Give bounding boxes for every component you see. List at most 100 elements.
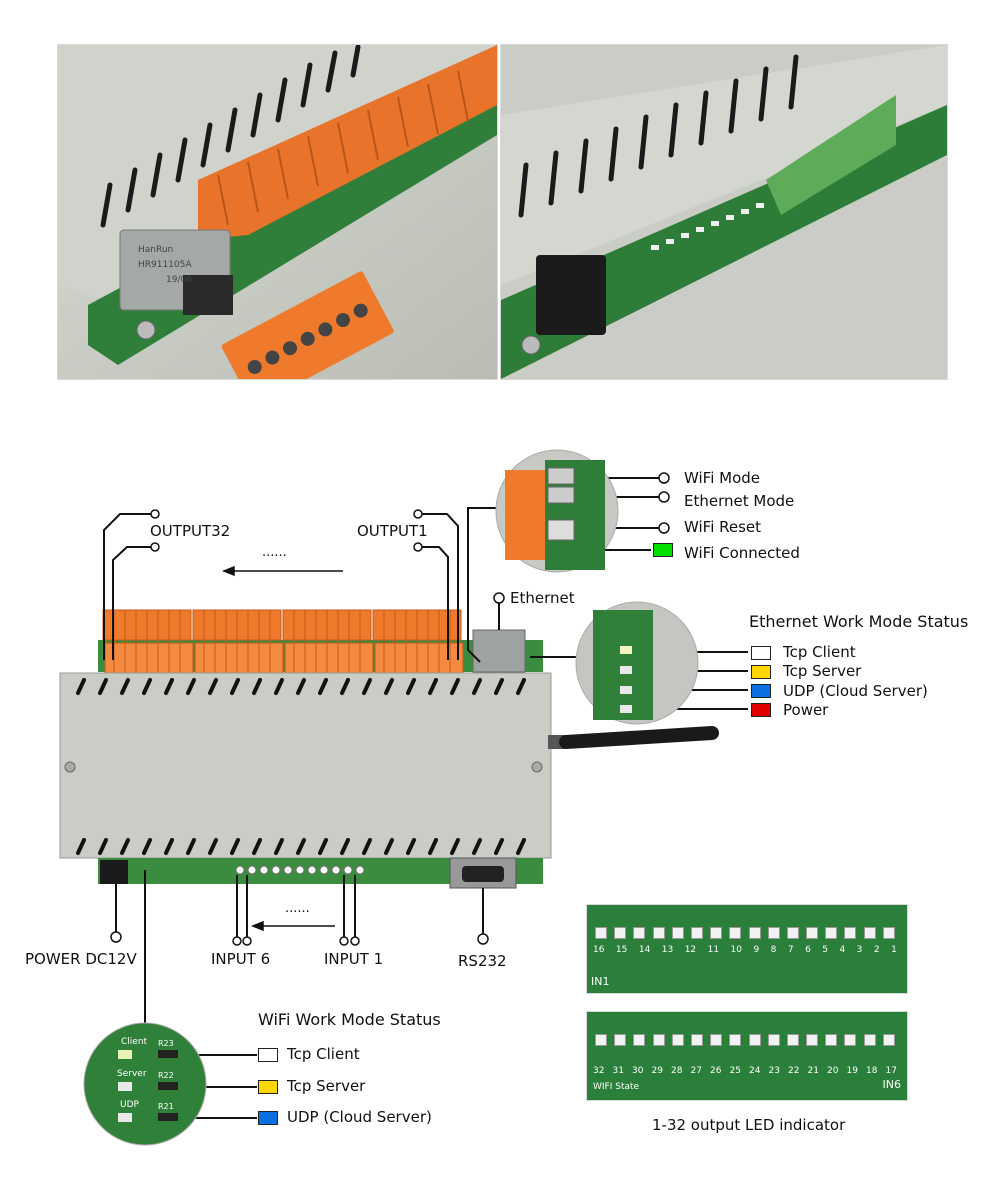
led [767, 927, 780, 939]
led [806, 927, 819, 939]
eth-tcp-client-swatch [751, 646, 771, 660]
mini-server-text: Server [117, 1069, 147, 1079]
ethernet-mode-label: Ethernet Mode [684, 492, 795, 510]
led-number: 5 [822, 945, 828, 955]
rs232-connector [449, 857, 517, 889]
led [729, 927, 742, 939]
led-number: 8 [770, 945, 777, 955]
led-number: 3 [856, 945, 863, 955]
led [767, 1034, 780, 1046]
eth-udp-swatch [751, 684, 771, 698]
led [786, 927, 799, 939]
led [595, 1034, 607, 1046]
eth-tcp-client-label: Tcp Client [783, 643, 856, 661]
led-number: 32 [593, 1066, 605, 1076]
wifi-udp-swatch [258, 1111, 278, 1125]
led-number: 9 [753, 945, 760, 955]
wifi-reset-label: WiFi Reset [684, 518, 762, 536]
in6-label: IN6 [882, 1078, 901, 1091]
led [748, 927, 761, 939]
led-number: 20 [827, 1066, 839, 1076]
led-number: 13 [661, 945, 674, 955]
led [595, 927, 607, 939]
photo-led-board-drawing [501, 45, 947, 379]
ethernet-label: Ethernet [510, 589, 575, 607]
led-number: 28 [671, 1066, 683, 1076]
dots-top-label: ...... [262, 545, 287, 560]
wifi-tcp-server-swatch [258, 1080, 278, 1094]
led [825, 927, 838, 939]
led [729, 1034, 742, 1046]
led [690, 1034, 703, 1046]
led [671, 1034, 684, 1046]
callout-terminals [110, 472, 670, 946]
led-number: 4 [839, 945, 846, 955]
led-number: 23 [768, 1066, 780, 1076]
led-number: 29 [651, 1066, 663, 1076]
power-label: POWER DC12V [25, 950, 137, 968]
led-number: 2 [873, 945, 880, 955]
led [844, 927, 857, 939]
wifi-connected-swatch [653, 543, 673, 557]
direction-arrows [221, 565, 343, 932]
led [825, 1034, 838, 1046]
led-number: 18 [866, 1066, 878, 1076]
led-number: 21 [807, 1066, 819, 1076]
led-row-top [595, 927, 895, 941]
led-number: 30 [632, 1066, 644, 1076]
terminal-blocks [102, 609, 464, 674]
led-indicator-caption: 1-32 output LED indicator [652, 1116, 846, 1134]
led-number: 31 [612, 1066, 624, 1076]
led [614, 1034, 627, 1046]
wifi-antenna [548, 726, 719, 749]
led-number: 15 [615, 945, 628, 955]
eth-udp-label: UDP (Cloud Server) [783, 682, 928, 700]
zoom-wifi-status-leds: Client Server UDP R23 R22 R21 [83, 1022, 207, 1146]
led [882, 927, 895, 939]
eth-power-label: Power [783, 701, 829, 719]
output1-label: OUTPUT1 [357, 522, 428, 540]
led-number: 6 [805, 945, 811, 955]
led-number: 24 [749, 1066, 761, 1076]
led-number: 14 [638, 945, 651, 955]
led [614, 927, 627, 939]
led [710, 927, 723, 939]
led [844, 1034, 857, 1046]
led-number: 26 [710, 1066, 722, 1076]
photo-led-board [500, 44, 948, 380]
dots-bottom-label: ...... [285, 901, 310, 916]
wifi-state-label: WIFI State [593, 1082, 640, 1092]
led-number: 19 [846, 1066, 858, 1076]
photo-terminal-blocks: HanRun HR911105A 19/06 [57, 44, 498, 380]
led [690, 927, 703, 939]
wifi-tcp-server-label: Tcp Server [287, 1077, 366, 1095]
led [863, 1034, 876, 1046]
led [748, 1034, 761, 1046]
zoom-wifi-buttons [495, 449, 619, 573]
eth-power-swatch [751, 703, 771, 717]
led [671, 927, 684, 939]
led-number: 25 [729, 1066, 741, 1076]
led [652, 927, 665, 939]
ethernet-status-title: Ethernet Work Mode Status [749, 612, 969, 631]
led-number: 7 [787, 945, 794, 955]
zoom-ethernet-leds [575, 601, 699, 725]
eth-tcp-server-swatch [751, 665, 771, 679]
led-row-bottom [595, 1034, 895, 1048]
case-vents [76, 678, 526, 855]
led [633, 927, 646, 939]
device-case [59, 672, 552, 859]
led [806, 1034, 819, 1046]
mini-client-text: Client [121, 1037, 148, 1047]
led [652, 1034, 665, 1046]
in1-label: IN1 [591, 975, 610, 988]
led [710, 1034, 723, 1046]
jack-model-text: HR911105A [138, 260, 192, 270]
jack-date-text: 19/06 [166, 275, 192, 285]
input1-label: INPUT 1 [324, 950, 384, 968]
ethernet-jack [472, 629, 526, 673]
eth-tcp-server-label: Tcp Server [783, 662, 862, 680]
led-number: 22 [788, 1066, 800, 1076]
